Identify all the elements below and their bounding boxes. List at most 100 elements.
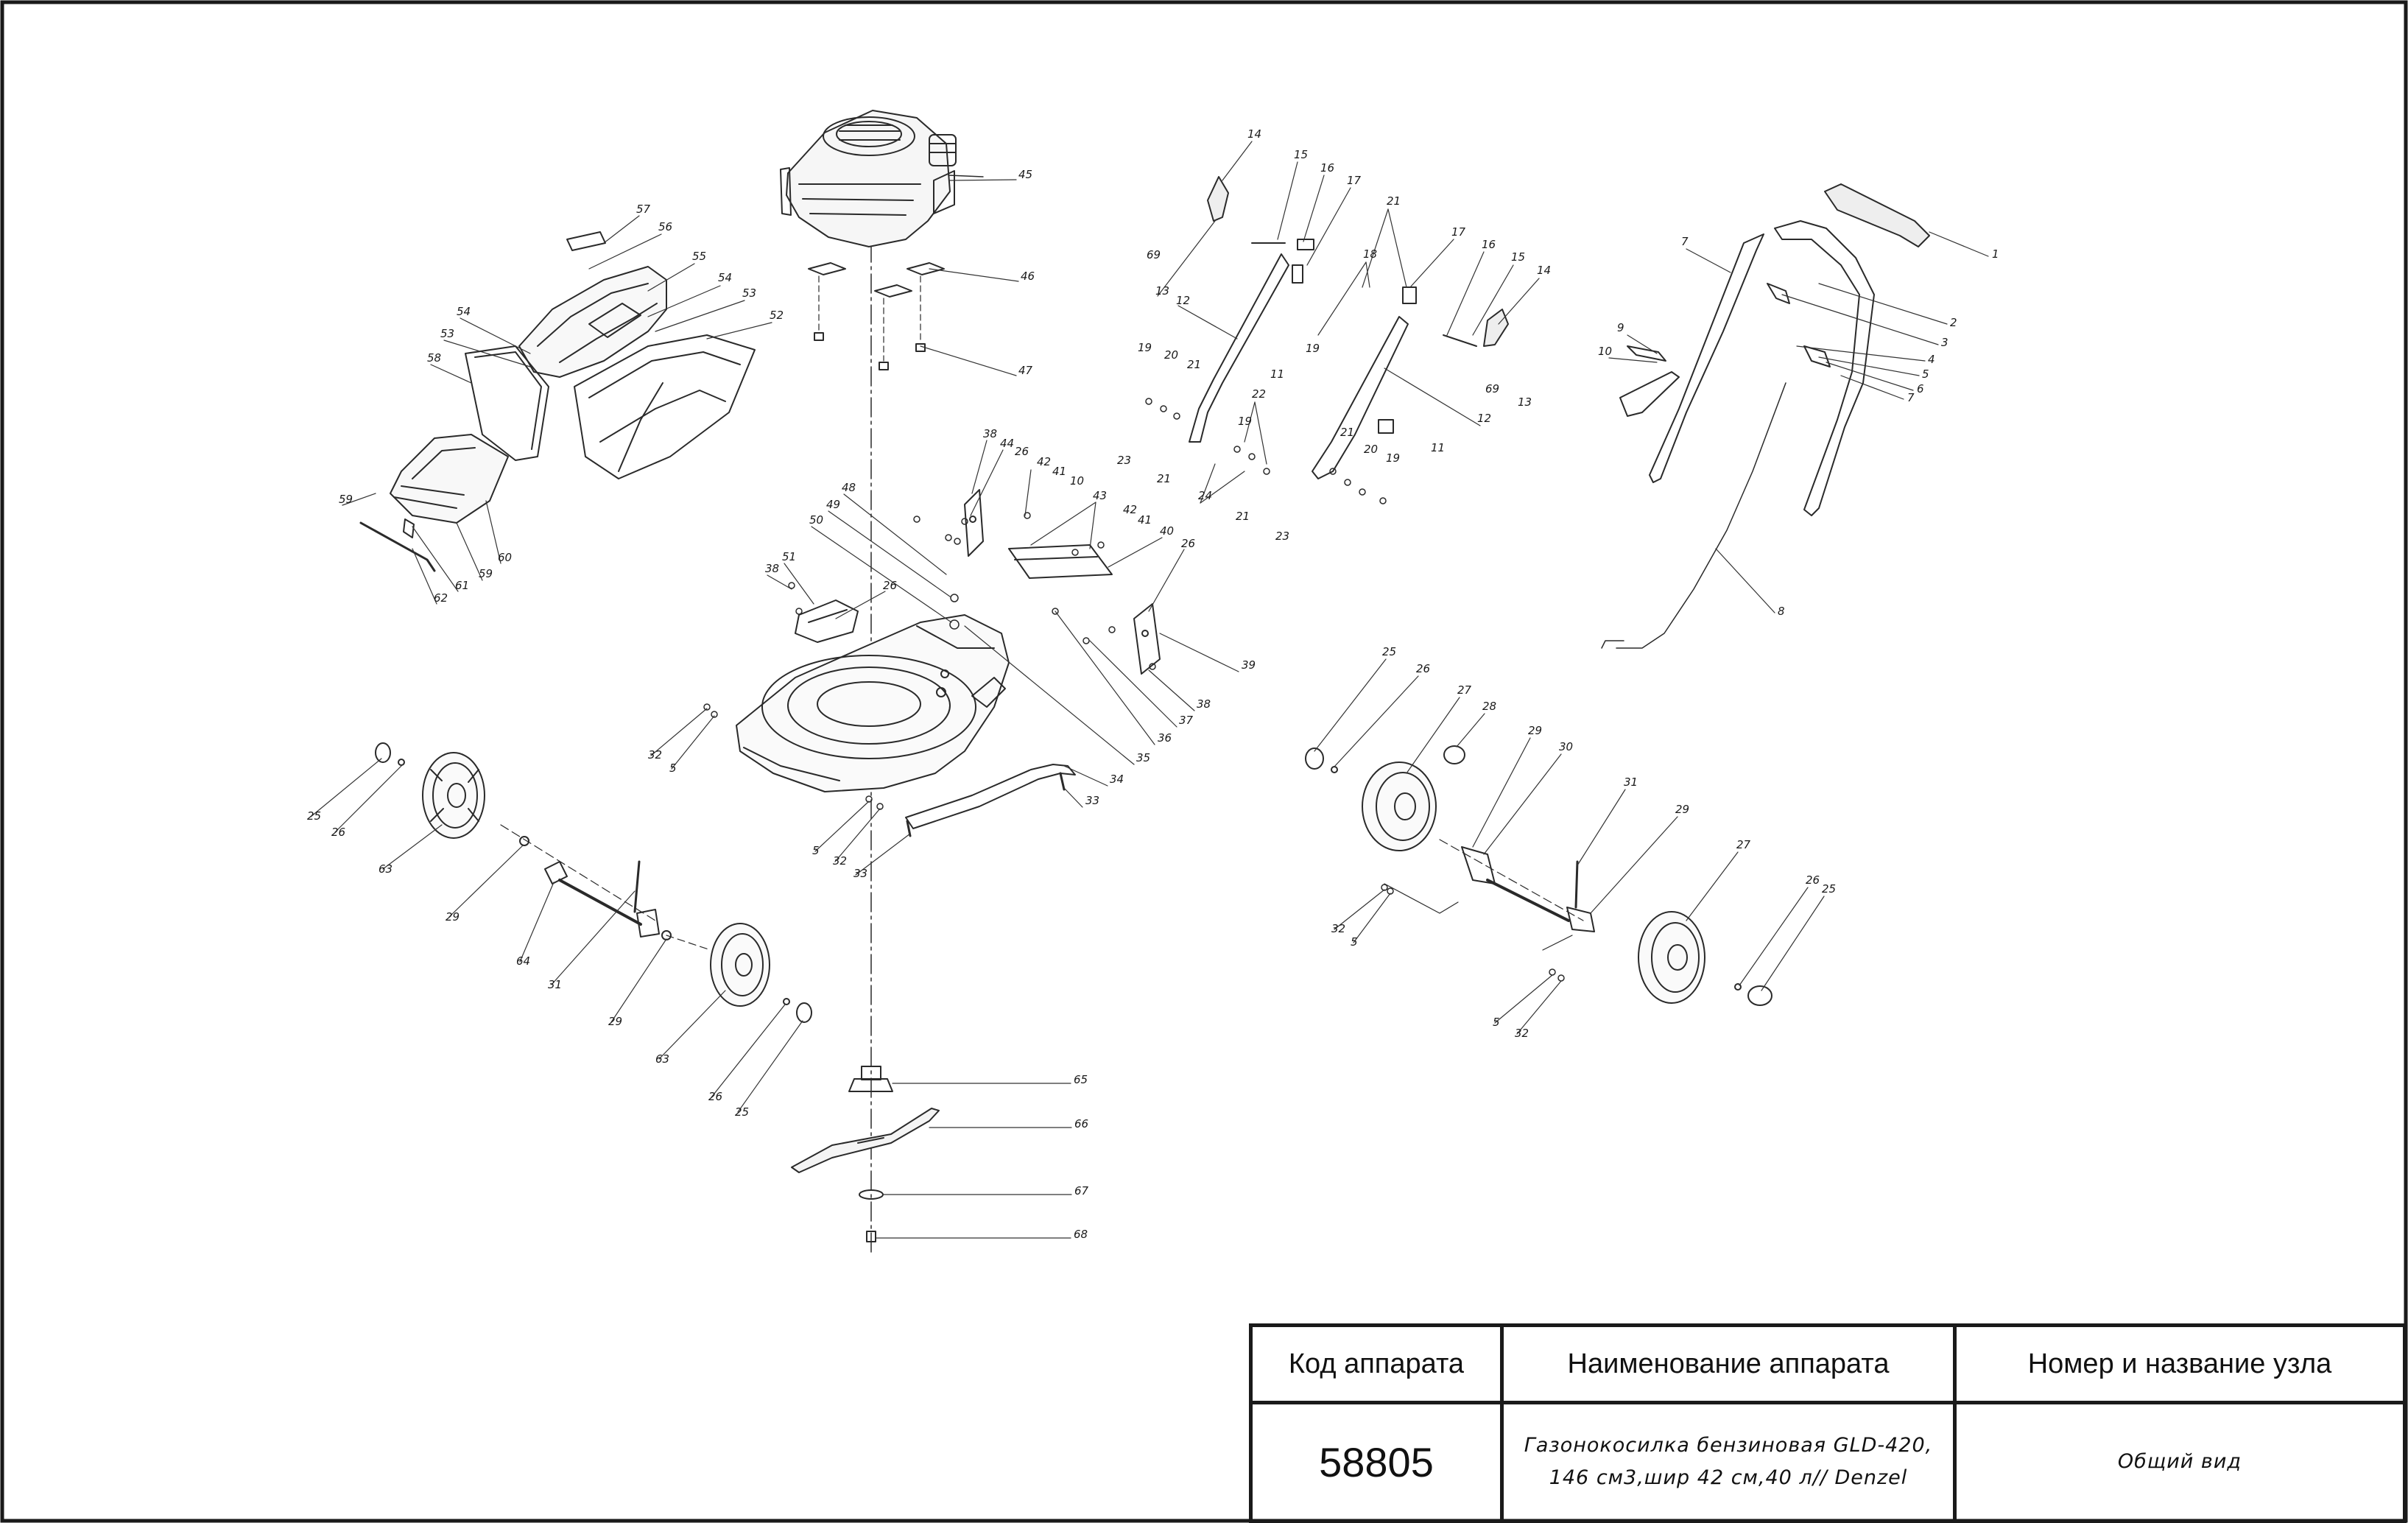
part-callout-64: 64 [516,954,530,968]
part-callout-8: 8 [1778,605,1785,618]
part-callout-19: 19 [1138,341,1152,354]
part-callout-26: 26 [883,579,897,592]
part-callout-21: 21 [1340,426,1354,439]
part-callout-23: 23 [1117,454,1131,467]
part-callout-41: 41 [1138,513,1152,527]
part-callout-61: 61 [455,579,469,592]
engine-mount-spacers [808,262,945,370]
part-callout-5: 5 [1922,367,1929,381]
part-callout-18: 18 [1363,247,1377,261]
part-callout-21: 21 [1387,194,1401,208]
part-callout-51: 51 [782,550,796,563]
part-callout-26: 26 [708,1090,722,1103]
part-callout-4: 4 [1928,353,1935,366]
part-callout-50: 50 [809,513,823,527]
assembly-name: Общий вид [1953,1401,2407,1523]
part-callout-10: 10 [1070,474,1084,488]
header-device-name: Наименование аппарата [1500,1323,1957,1404]
part-callout-36: 36 [1158,731,1172,745]
blade-adapter [848,1066,893,1092]
mower-deck [736,614,1010,792]
part-callout-14: 14 [1537,264,1551,277]
part-callout-38: 38 [1197,697,1211,711]
part-callout-14: 14 [1247,127,1261,141]
part-callout-47: 47 [1018,364,1033,377]
part-callout-43: 43 [1093,489,1107,502]
part-callout-16: 16 [1320,161,1334,175]
part-callout-21: 21 [1157,472,1171,485]
part-callout-5: 5 [1493,1016,1500,1029]
part-callout-7: 7 [1907,391,1915,404]
part-callout-32: 32 [1331,922,1345,935]
engine [780,110,984,247]
part-callout-23: 23 [1275,530,1289,543]
part-callout-58: 58 [427,351,441,365]
part-callout-25: 25 [1822,882,1836,896]
part-callout-32: 32 [1515,1027,1529,1040]
part-callout-1: 1 [1992,247,1999,261]
part-callout-26: 26 [1416,662,1430,675]
part-callout-46: 46 [1021,270,1035,283]
title-block: Код аппарата Наименование аппарата Номер… [1249,1323,2407,1523]
part-callout-38: 38 [765,562,779,575]
control-cable [1601,382,1786,649]
part-callout-9: 9 [1617,321,1624,334]
part-callout-5: 5 [812,844,820,857]
part-callout-45: 45 [1018,168,1032,181]
part-callout-29: 29 [446,910,460,924]
part-callout-30: 30 [1559,740,1573,753]
part-callout-5: 5 [669,762,677,775]
part-callout-31: 31 [548,978,562,991]
part-callout-65: 65 [1074,1073,1088,1086]
handle-lower-right [1312,286,1509,479]
part-callout-19: 19 [1238,415,1252,428]
part-callout-49: 49 [826,498,840,511]
part-callout-27: 27 [1736,838,1751,851]
front-right-wheel [1305,745,1465,851]
part-callout-63: 63 [655,1052,669,1066]
part-callout-19: 19 [1306,342,1320,355]
part-callout-55: 55 [692,250,706,263]
device-code: 58805 [1249,1401,1504,1523]
handle-upper [1649,183,1930,516]
part-callout-28: 28 [1482,700,1496,713]
part-callout-17: 17 [1451,225,1466,239]
part-callout-21: 21 [1236,510,1250,523]
part-callout-31: 31 [1624,775,1638,789]
part-callout-12: 12 [1477,412,1491,425]
header-assembly: Номер и название узла [1953,1323,2407,1404]
part-callout-10: 10 [1598,345,1612,358]
part-callout-29: 29 [1675,803,1689,816]
part-callout-20: 20 [1364,443,1378,456]
part-callout-57: 57 [636,203,651,216]
part-callout-60: 60 [498,551,512,564]
part-callout-40: 40 [1160,524,1174,538]
part-callout-19: 19 [1386,451,1400,465]
part-callout-13: 13 [1518,395,1532,409]
part-callout-68: 68 [1074,1228,1088,1241]
cutting-blade [791,1108,940,1173]
part-callout-32: 32 [833,854,847,868]
part-callout-12: 12 [1176,294,1190,307]
part-callout-2: 2 [1950,316,1957,329]
part-callout-16: 16 [1482,238,1496,251]
part-callout-34: 34 [1110,773,1124,786]
part-callout-26: 26 [1806,873,1820,887]
part-callout-39: 39 [1242,658,1256,672]
blade-bolt [866,1231,876,1242]
rear-left-wheel [422,752,485,839]
part-callout-54: 54 [457,305,471,318]
part-callout-67: 67 [1074,1184,1089,1197]
part-callout-32: 32 [648,748,662,762]
part-callout-26: 26 [1181,537,1195,550]
part-callout-22: 22 [1252,387,1266,401]
part-callout-53: 53 [440,327,454,340]
part-callout-42: 42 [1037,455,1051,468]
front-axle-right [1384,839,1595,951]
part-callout-33: 33 [853,867,867,880]
rear-axle-left [500,824,672,940]
brake-lever [1619,345,1680,417]
part-callout-11: 11 [1270,367,1284,381]
